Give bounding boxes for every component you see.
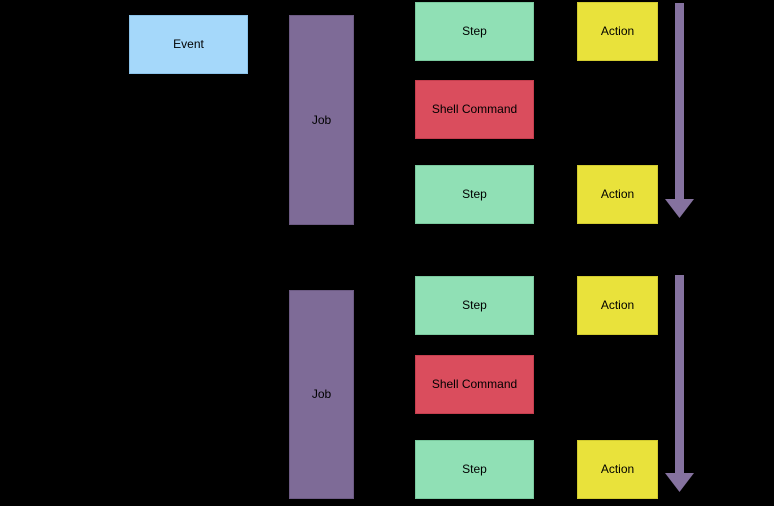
step-node: Step [415,165,534,224]
action-node: Action [577,276,658,335]
action-label: Action [600,462,635,477]
action-label: Action [600,24,635,39]
shell-command-label: Shell Command [431,102,518,117]
job-label: Job [311,112,332,127]
step-node: Step [415,440,534,499]
job-node: Job [289,15,354,225]
action-label: Action [600,187,635,202]
step-label: Step [462,187,487,202]
sequence-arrow-down-icon [665,275,694,492]
step-label: Step [462,462,487,477]
job-label: Job [311,387,332,402]
step-node: Step [415,2,534,61]
step-label: Step [462,24,487,39]
action-label: Action [600,298,635,313]
shell-command-node: Shell Command [415,80,534,139]
arrow-head [665,199,694,218]
job-node: Job [289,290,354,499]
step-node: Step [415,276,534,335]
arrow-shaft [675,3,684,201]
action-node: Action [577,2,658,61]
arrow-head [665,473,694,492]
shell-command-label: Shell Command [431,377,518,392]
sequence-arrow-down-icon [665,3,694,218]
event-label: Event [173,37,204,52]
event-node: Event [129,15,248,74]
action-node: Action [577,440,658,499]
shell-command-node: Shell Command [415,355,534,414]
action-node: Action [577,165,658,224]
step-label: Step [462,298,487,313]
arrow-shaft [675,275,684,475]
